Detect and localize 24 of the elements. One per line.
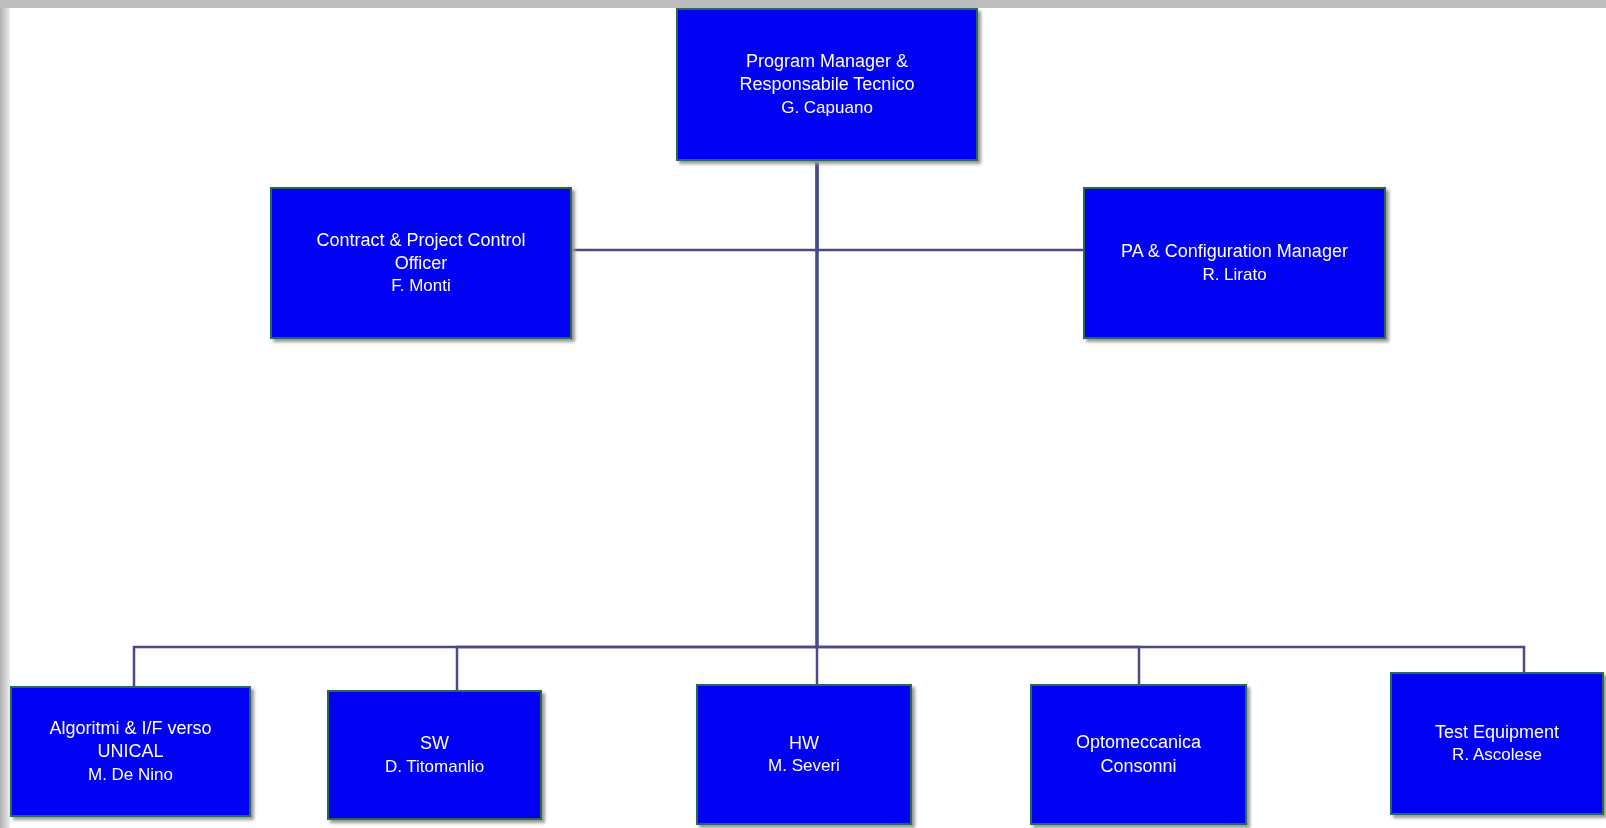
role-text: HW bbox=[789, 731, 819, 755]
role-text: Contract & Project Control Officer bbox=[315, 228, 527, 275]
role-text: Optomeccanica Consonni bbox=[1074, 731, 1203, 778]
role-text: Test Equipment bbox=[1434, 720, 1560, 744]
role-text: M. De Nino bbox=[88, 763, 173, 786]
role-box bbox=[270, 187, 572, 339]
role-text: SW bbox=[420, 732, 449, 756]
role-box bbox=[676, 8, 978, 161]
role-text: M. Severi bbox=[768, 755, 840, 778]
role-box bbox=[1390, 672, 1604, 815]
role-text: Program Manager & Responsabile Tecnico bbox=[738, 50, 916, 97]
role-text: Algoritmi & I/F verso UNICAL bbox=[48, 717, 213, 764]
role-box bbox=[1083, 187, 1386, 339]
role-text: R. Ascolese bbox=[1452, 744, 1542, 767]
role-box bbox=[696, 684, 912, 825]
role-box bbox=[327, 690, 542, 820]
role-text: D. Titomanlio bbox=[384, 755, 485, 778]
role-text: R. Lirato bbox=[1202, 263, 1267, 286]
role-text: F. Monti bbox=[391, 275, 451, 298]
role-text: G. Capuano bbox=[781, 96, 873, 119]
role-box bbox=[1030, 684, 1247, 825]
role-box bbox=[10, 686, 251, 817]
role-text: PA & Configuration Manager bbox=[1121, 240, 1348, 264]
connector-line bbox=[815, 161, 1526, 672]
